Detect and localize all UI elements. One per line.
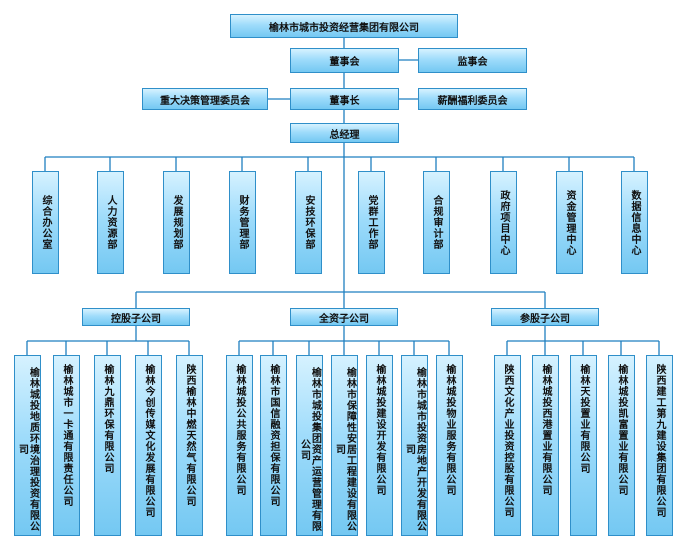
department-box: 发展规划部 [163, 171, 190, 274]
department-box: 综合办公室 [32, 171, 59, 274]
subsidiary-company-box: 榆林市国信融资担保有限公司 [260, 355, 287, 536]
subsidiary-company-box: 陕西榆林中燃天然气有限公司 [176, 355, 203, 536]
subsidiary-company-box: 榆林城投地质环境治理投资有限公司 [14, 355, 41, 536]
subsidiary-company-box: 榆林城投凯富置业有限公司 [608, 355, 635, 536]
subsidiary-company-box: 榆林市城投集团资产运营管理有限公司 [296, 355, 323, 536]
board-box: 董事会 [290, 48, 399, 73]
department-box: 财务管理部 [229, 171, 256, 274]
chairman-box: 董事长 [290, 88, 399, 110]
supervisory-board-box: 监事会 [418, 48, 527, 73]
subsidiary-company-box: 榆林市保障性安居工程建设有限公司 [331, 355, 358, 536]
subsidiary-company-box: 榆林九鼎环保有限公司 [94, 355, 121, 536]
compensation-committee-box: 薪酬福利委员会 [418, 88, 527, 110]
participating-subsidiaries-box: 参股子公司 [491, 308, 599, 326]
subsidiary-company-box: 陕西建工第九建设集团有限公司 [646, 355, 673, 536]
department-box: 政府项目中心 [490, 171, 517, 274]
department-box: 安技环保部 [295, 171, 322, 274]
subsidiary-company-box: 榆林城投建设开发有限公司 [366, 355, 393, 536]
department-box: 数据信息中心 [621, 171, 648, 274]
subsidiary-company-box: 榆林天投置业有限公司 [570, 355, 597, 536]
holding-subsidiaries-box: 控股子公司 [82, 308, 190, 326]
decision-committee-box: 重大决策管理委员会 [142, 88, 268, 110]
subsidiary-company-box: 榆林市城市投资房地产开发有限公司 [401, 355, 428, 536]
department-box: 合规审计部 [423, 171, 450, 274]
department-box: 资金管理中心 [556, 171, 583, 274]
subsidiary-company-box: 榆林今创传媒文化发展有限公司 [135, 355, 162, 536]
subsidiary-company-box: 榆林城市一卡通有限责任公司 [53, 355, 80, 536]
department-box: 党群工作部 [358, 171, 385, 274]
subsidiary-company-box: 榆林城投西港置业有限公司 [532, 355, 559, 536]
subsidiary-company-box: 榆林城投物业服务有限公司 [436, 355, 463, 536]
subsidiary-company-box: 陕西文化产业投资控股有限公司 [494, 355, 521, 536]
subsidiary-company-box: 榆林城投公共服务有限公司 [226, 355, 253, 536]
general-manager-box: 总经理 [290, 123, 399, 143]
wholly-owned-subsidiaries-box: 全资子公司 [290, 308, 398, 326]
company-box: 榆林市城市投资经营集团有限公司 [230, 14, 458, 38]
department-box: 人力资源部 [97, 171, 124, 274]
